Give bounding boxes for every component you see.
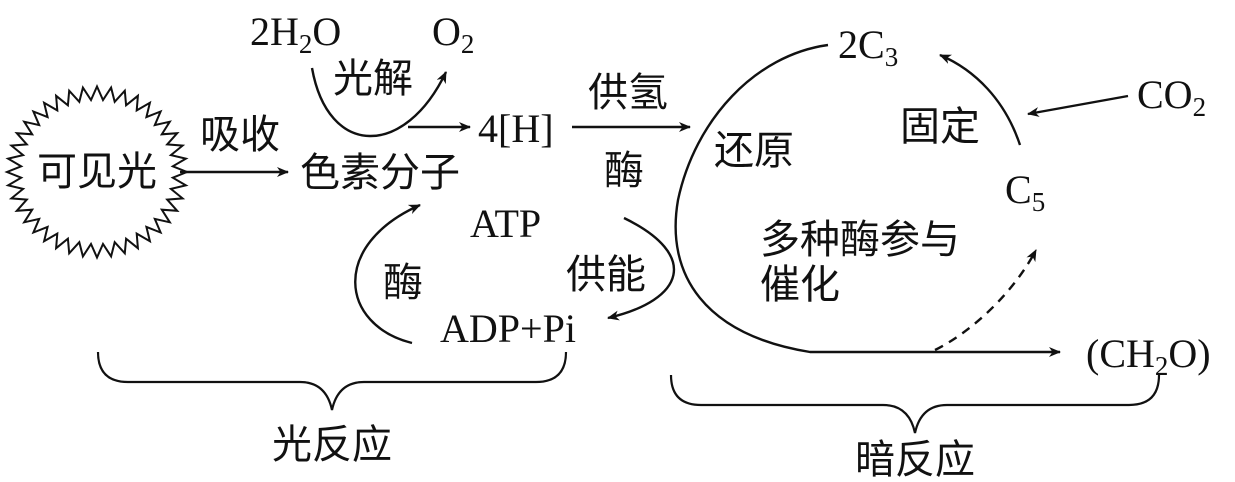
oxygen-formula: O2 bbox=[432, 9, 474, 59]
reduction-label: 还原 bbox=[714, 128, 794, 174]
fixation-label: 固定 bbox=[900, 104, 980, 150]
enzymes-label-line2: 催化 bbox=[760, 262, 840, 308]
photolysis-arrow bbox=[310, 67, 448, 138]
c3-formula: 2C3 bbox=[838, 22, 898, 72]
adp-label: ADP+Pi bbox=[440, 306, 576, 351]
hydrogen-label: 4[H] bbox=[478, 106, 554, 151]
fixation-arrow bbox=[939, 53, 1022, 146]
supply-energy-label: 供能 bbox=[566, 252, 646, 298]
atp-enzyme-label: 酶 bbox=[383, 260, 423, 306]
carbohydrate-formula: (CH2O) bbox=[1086, 331, 1211, 381]
sun-burst-icon bbox=[4, 84, 190, 260]
co2-arrow bbox=[1027, 94, 1129, 117]
atp-synthesis-arrow bbox=[354, 203, 421, 345]
light-source-label: 可见光 bbox=[37, 149, 157, 195]
dark-reaction-brace bbox=[669, 374, 1161, 434]
light-reaction-label: 光反应 bbox=[272, 422, 392, 468]
regeneration-arrow bbox=[934, 249, 1038, 352]
supply-hydrogen-label: 供氢 bbox=[588, 70, 668, 116]
c5-formula: C5 bbox=[1005, 167, 1045, 217]
reduction-arrow bbox=[674, 43, 1061, 357]
pigment-label: 色素分子 bbox=[300, 150, 460, 196]
atp-hydrolysis-arrow bbox=[607, 216, 676, 321]
dark-reaction-label: 暗反应 bbox=[855, 437, 975, 482]
water-formula: 2H2O bbox=[250, 9, 341, 59]
light-reaction-brace bbox=[96, 351, 568, 411]
hydrogen-enzyme-label: 酶 bbox=[604, 148, 644, 194]
enzymes-label-line1: 多种酶参与 bbox=[760, 217, 960, 263]
absorb-label: 吸收 bbox=[200, 112, 280, 158]
photolysis-label: 光解 bbox=[333, 56, 413, 102]
atp-label: ATP bbox=[470, 201, 541, 246]
co2-formula: CO2 bbox=[1137, 72, 1206, 122]
